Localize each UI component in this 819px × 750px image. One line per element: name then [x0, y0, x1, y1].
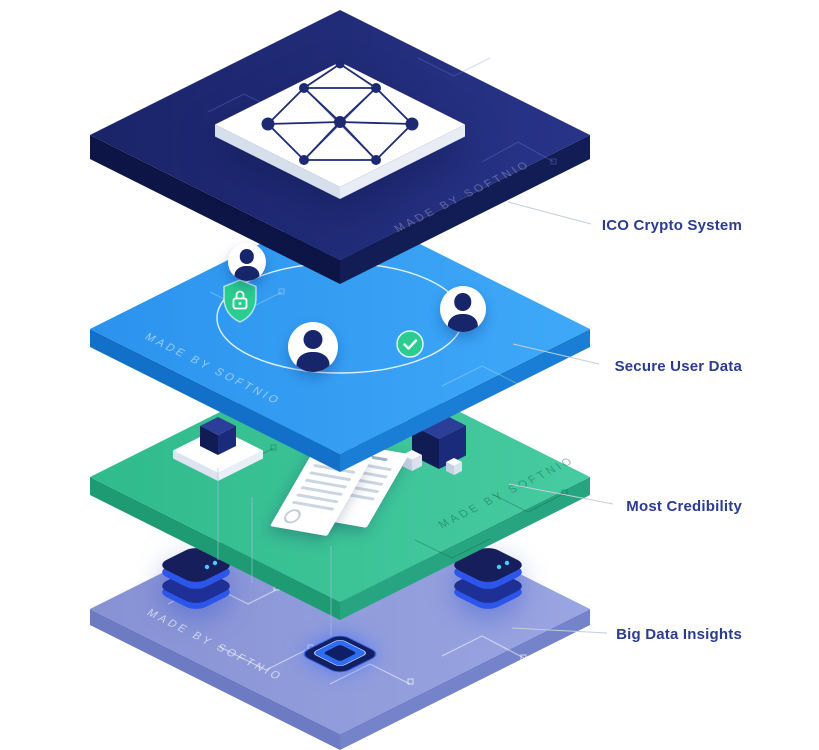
blockchain-network-icon [261, 59, 419, 165]
label-secure-user-data: Secure User Data [614, 358, 742, 375]
user-avatar-icon [288, 322, 338, 372]
cube-icon-small [446, 458, 462, 475]
cpu-chip-icon [303, 635, 377, 673]
leader-line-secure-user-data [512, 343, 600, 365]
leader-line-big-data-insights [511, 627, 608, 634]
server-stack-icon [162, 548, 230, 609]
label-ico-crypto-system: ICO Crypto System [601, 217, 742, 234]
label-most-credibility: Most Credibility [626, 498, 742, 515]
user-avatar-icon [440, 286, 486, 332]
secure-data-layer-slab [90, 204, 590, 472]
connector-hairlines [217, 468, 332, 636]
label-big-data-insights: Big Data Insights [616, 626, 742, 643]
check-icon [396, 330, 424, 358]
shield-lock-icon [223, 279, 257, 323]
user-avatar-icon [228, 243, 266, 281]
cube-icon [200, 417, 236, 455]
server-stack-icon [454, 548, 522, 609]
leader-line-most-credibility [508, 483, 614, 505]
leader-line-ico-crypto-system [507, 201, 592, 225]
